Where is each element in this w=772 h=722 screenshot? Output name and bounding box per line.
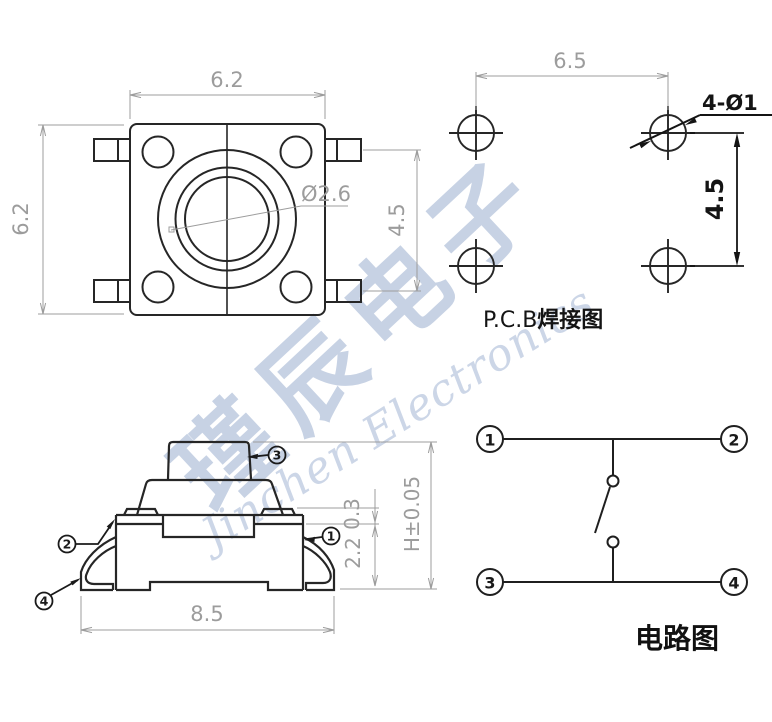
terminal-2-number: 2: [728, 431, 739, 450]
terminal-4-number: 4: [728, 574, 739, 593]
side-view-stem: [166, 440, 253, 480]
switch-arm: [594, 486, 611, 534]
pcb-hole: [449, 239, 503, 293]
pcb-view-dimensions: 6.5 4.5 4-Ø1: [475, 49, 772, 267]
switch-contact-upper: [606, 474, 620, 488]
side-view-dimensions: H±0.05 0.3 2.2 8.5: [80, 441, 437, 634]
pcb-view: [449, 106, 695, 293]
switch-contact-lower: [606, 535, 620, 549]
dim-lead-pitch: 4.5: [385, 203, 409, 236]
top-view-corner-hole: [141, 270, 175, 304]
callout-2: [57, 519, 115, 554]
top-view-corner-hole: [279, 270, 313, 304]
dim-body-height: 2.2: [341, 537, 365, 569]
pcb-view-title-bold: 焊接图: [537, 308, 603, 333]
dim-hole-pitch-y: 4.5: [701, 178, 729, 221]
dim-total-height: H±0.05: [400, 476, 424, 552]
side-view-body: [114, 507, 305, 592]
pcb-hole: [641, 239, 695, 293]
top-view-lead: [324, 138, 362, 162]
top-view-corner-hole: [279, 135, 313, 169]
callout-1-number: 1: [327, 529, 336, 544]
terminal-1-number: 1: [484, 431, 495, 450]
top-view-lead: [93, 279, 131, 303]
callout-3-number: 3: [273, 448, 282, 463]
top-view-lead: [324, 279, 362, 303]
dim-top-width: 6.2: [210, 68, 243, 92]
dim-top-height: 6.2: [9, 202, 33, 235]
callout-3: [247, 445, 287, 465]
side-view-callouts: 3 1 2 4: [34, 445, 341, 611]
dim-hole-pitch-x: 6.5: [553, 49, 586, 73]
hole-callout-label: 4-Ø1: [702, 91, 758, 115]
callout-4-number: 4: [40, 594, 49, 609]
circuit-view-title: 电路图: [635, 622, 719, 655]
side-view-cap: [135, 478, 285, 516]
pcb-view-title: P.C.B焊接图: [483, 308, 603, 333]
terminal-3-number: 3: [484, 574, 495, 593]
dim-side-width: 8.5: [190, 602, 223, 626]
pcb-view-title-plain: P.C.B: [483, 308, 537, 333]
top-view-corner-hole: [141, 135, 175, 169]
callout-1: [304, 526, 341, 546]
circuit-view: 1 2 3 4: [476, 425, 748, 596]
callout-2-number: 2: [63, 537, 72, 552]
dim-stem-diameter: Ø2.6: [301, 182, 351, 206]
top-view: [93, 123, 362, 316]
watermark: 瑾辰电子 Jinchen Electronics: [151, 131, 603, 564]
side-view: [79, 440, 336, 592]
pcb-hole: [641, 106, 695, 160]
callout-4: [34, 578, 81, 611]
top-view-lead: [93, 138, 131, 162]
top-view-dimensions: 6.2 6.2 4.5 Ø2.6: [9, 68, 421, 315]
pcb-hole: [449, 106, 503, 160]
side-view-left-lead: [79, 535, 117, 592]
dim-cover-height: 0.3: [340, 498, 364, 530]
